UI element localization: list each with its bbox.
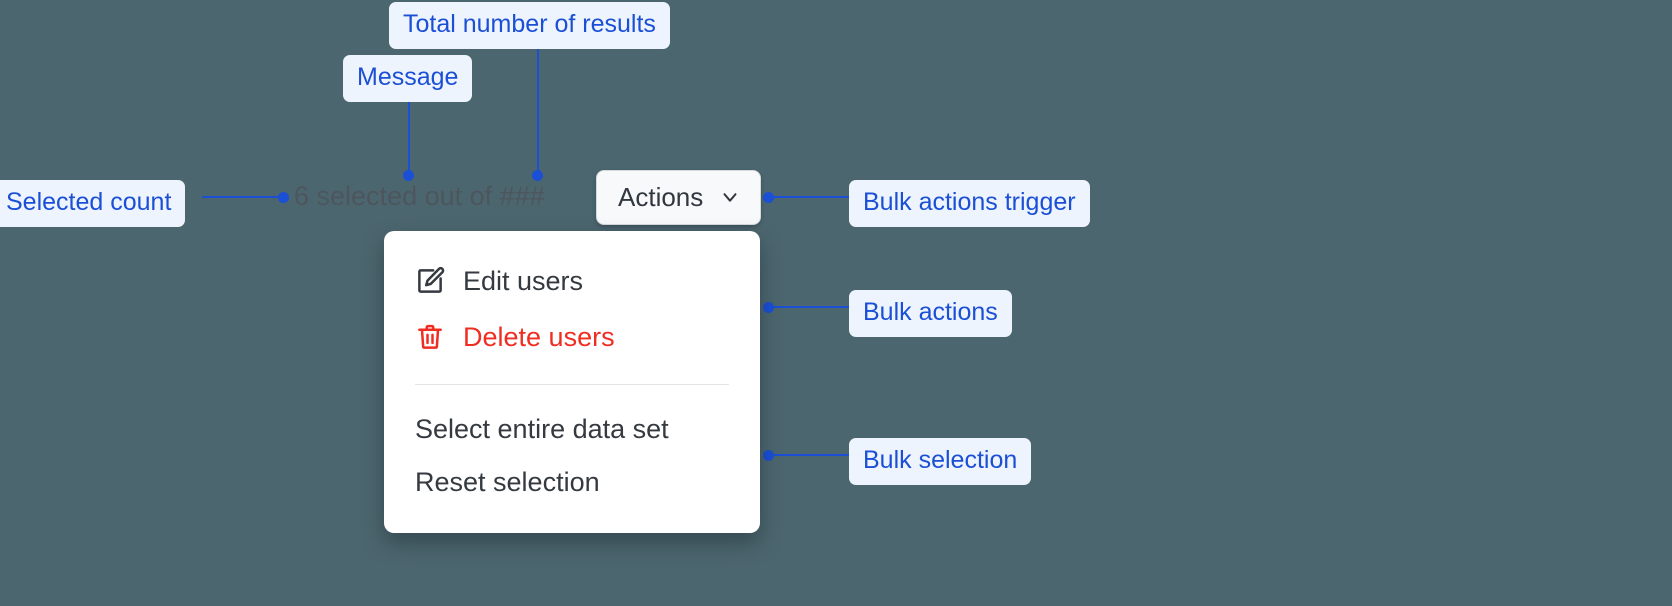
edit-pencil-square-icon xyxy=(415,266,445,296)
connector-dot-bulk-trigger xyxy=(763,192,774,203)
menu-item-label: Edit users xyxy=(463,265,584,296)
menu-item-select-entire-data-set[interactable]: Select entire data set xyxy=(384,403,760,456)
connector-dot-selected-count xyxy=(278,192,289,203)
selected-count-message: 6 selected out of ### xyxy=(294,181,545,211)
menu-item-delete-users[interactable]: Delete users xyxy=(384,309,760,365)
annotation-bulk-selection: Bulk selection xyxy=(849,438,1032,485)
connector-bulk-selection xyxy=(768,454,854,456)
annotation-bulk-actions-trigger: Bulk actions trigger xyxy=(849,180,1090,227)
connector-selected-count xyxy=(202,196,286,198)
connector-bulk-trigger xyxy=(768,196,854,198)
chevron-down-icon xyxy=(719,186,741,208)
connector-dot-total-results xyxy=(532,170,543,181)
connector-total-results xyxy=(537,40,539,176)
connector-dot-message xyxy=(403,170,414,181)
connector-dot-bulk-selection xyxy=(763,450,774,461)
annotation-message: Message xyxy=(343,55,473,102)
menu-item-reset-selection[interactable]: Reset selection xyxy=(384,456,760,509)
bulk-actions-dropdown-menu[interactable]: Edit users Delete users Select entire da… xyxy=(384,231,760,533)
menu-item-label: Delete users xyxy=(463,321,615,352)
connector-bulk-actions xyxy=(768,306,854,308)
menu-item-edit-users[interactable]: Edit users xyxy=(384,253,760,309)
menu-divider xyxy=(415,384,729,385)
annotation-bulk-actions: Bulk actions xyxy=(849,290,1012,337)
trash-icon xyxy=(415,322,445,352)
annotation-selected-count: Selected count xyxy=(0,180,186,227)
annotation-total-number-of-results: Total number of results xyxy=(389,2,670,49)
menu-item-label: Select entire data set xyxy=(415,414,669,444)
connector-dot-bulk-actions xyxy=(763,302,774,313)
actions-button-label: Actions xyxy=(618,182,704,212)
connector-message xyxy=(408,92,410,176)
bulk-actions-trigger-button[interactable]: Actions xyxy=(596,170,762,225)
menu-item-label: Reset selection xyxy=(415,467,600,497)
